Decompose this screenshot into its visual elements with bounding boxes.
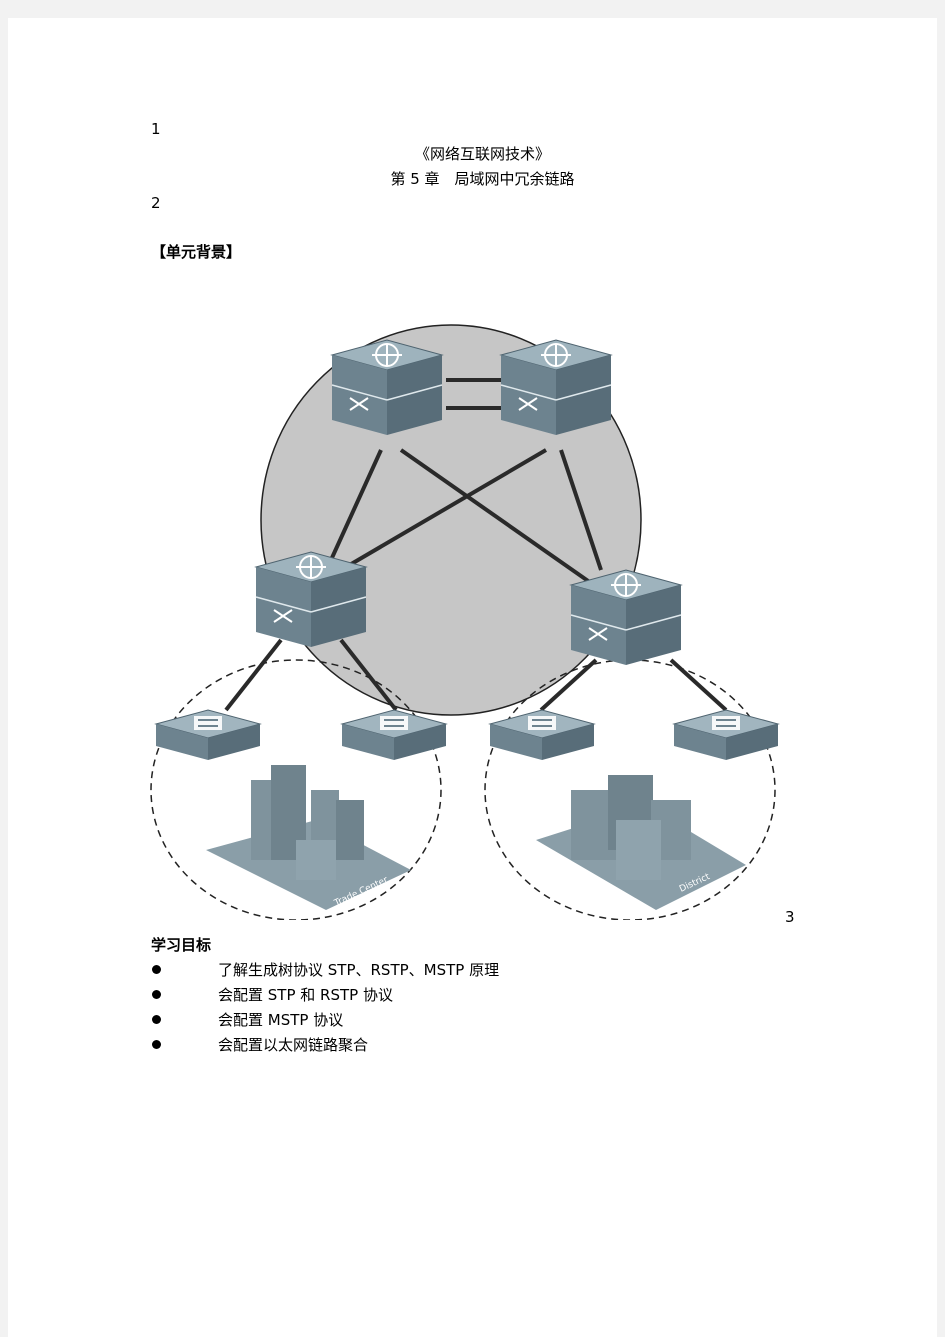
district-buildings-icon [536,775,746,910]
objective-item: 了解生成树协议 STP、RSTP、MSTP 原理 [218,961,500,979]
book-title: 《网络互联网技术》 [414,145,550,163]
bullet-point [152,965,161,974]
bullet-point [152,1040,161,1049]
bullet-point [152,990,161,999]
objective-item: 会配置 MSTP 协议 [218,1011,344,1029]
network-links [224,378,728,712]
objectives-heading: 学习目标 [151,936,212,954]
access-switch-2 [341,709,447,761]
objective-item: 会配置 STP 和 RSTP 协议 [218,986,393,1004]
network-topology-diagram: Trade Center District [150,324,779,920]
objective-item: 会配置以太网链路聚合 [218,1036,369,1054]
trade-center-buildings-icon [206,765,411,910]
distribution-switch-left [255,551,367,648]
bullet-point [152,1015,161,1024]
access-switch-1 [155,709,261,761]
trade-center-area-circle [150,659,442,920]
access-switch-4 [673,709,779,761]
chapter-title: 第 5 章 局域网中冗余链路 [390,170,575,188]
marker-2: 2 [151,194,161,212]
access-switch-3 [489,709,595,761]
core-switch-left [331,339,443,436]
section-heading: 【单元背景】 [151,243,242,261]
core-switch-right [500,339,612,436]
marker-3: 3 [785,908,795,926]
marker-1: 1 [151,120,161,138]
distribution-switch-right [570,569,682,666]
